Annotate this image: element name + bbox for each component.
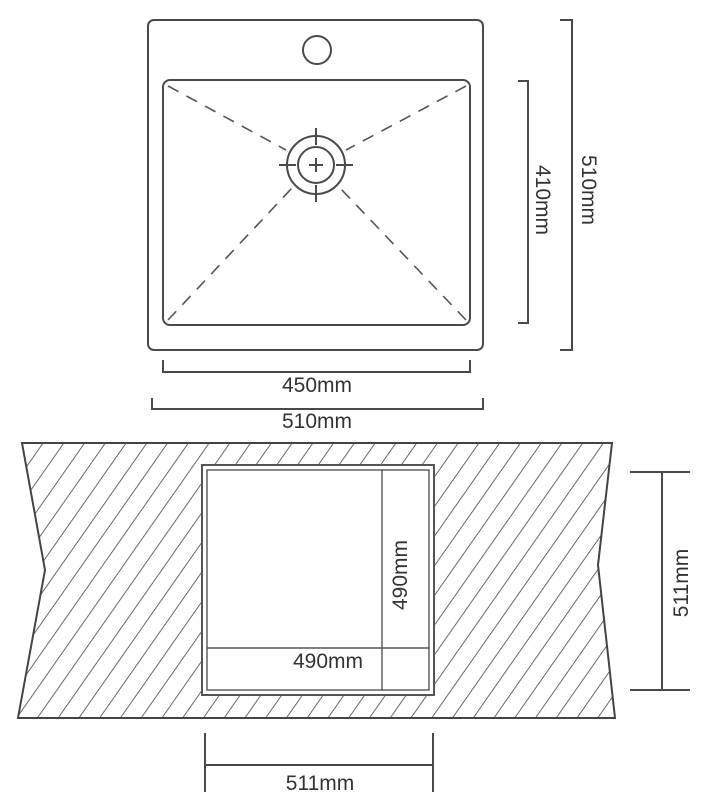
cutout-outer <box>201 464 435 696</box>
countertop-cutout-view: 490mm 490mm 511mm 511mm <box>16 442 693 795</box>
tap-hole <box>302 35 332 65</box>
basin-slope-lines <box>167 85 467 321</box>
sink-basin <box>162 79 471 326</box>
sink-top-view: 410mm 510mm 450mm 510mm <box>147 19 600 433</box>
label-inner-height: 490mm <box>389 540 412 610</box>
cutout-inner <box>206 469 430 691</box>
label-outer-width: 510mm <box>282 410 352 433</box>
dim-cutout-height <box>630 471 690 691</box>
drain-icon <box>279 128 353 202</box>
dim-outer-depth <box>560 19 573 351</box>
dim-outer-width <box>151 398 484 410</box>
label-inner-width: 450mm <box>282 374 352 397</box>
label-cutout-width: 511mm <box>286 772 354 795</box>
label-cutout-height: 511mm <box>670 549 693 617</box>
sink-outer-rim <box>147 19 484 351</box>
label-inner-depth: 410mm <box>531 165 554 235</box>
dim-inner-depth <box>518 80 529 324</box>
label-outer-depth: 510mm <box>577 155 600 225</box>
dim-cutout-width <box>204 733 434 792</box>
label-inner-width-cutout: 490mm <box>293 650 363 673</box>
dim-inner-width <box>162 360 471 373</box>
